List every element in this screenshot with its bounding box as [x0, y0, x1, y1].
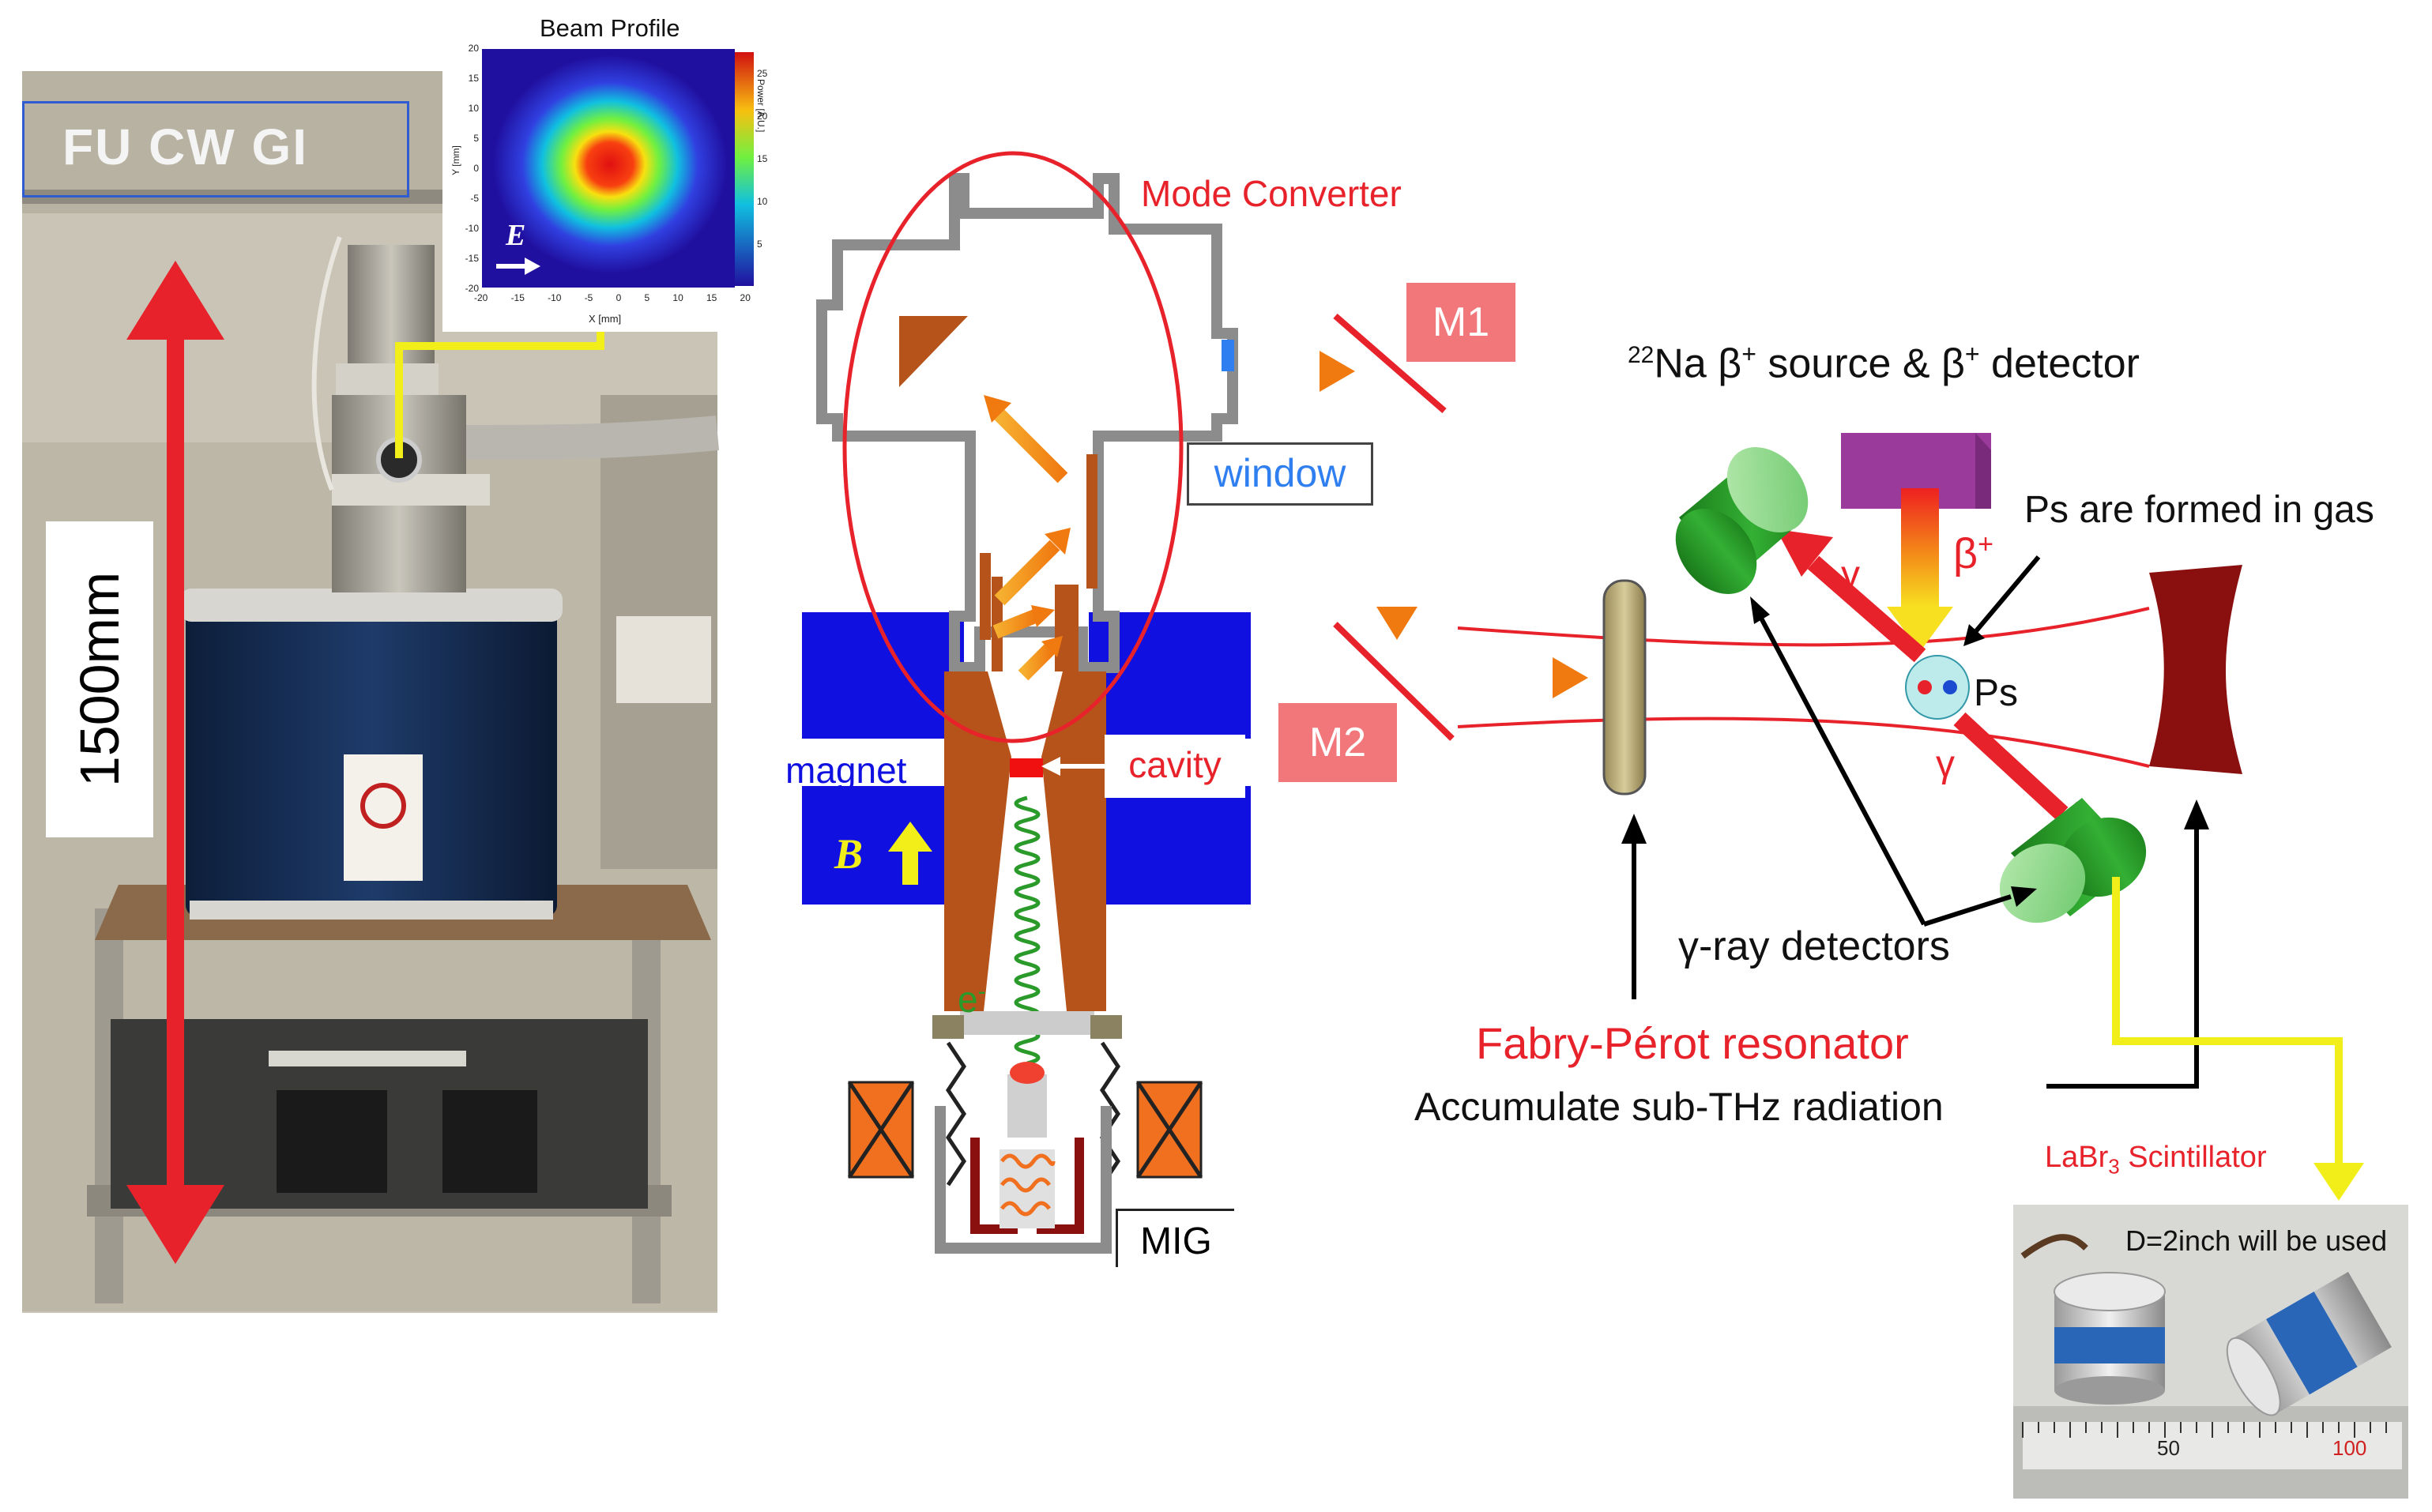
- y-tick: -15: [465, 253, 479, 264]
- callout-arrows: [1632, 555, 2199, 1089]
- ps-formed-label: Ps are formed in gas: [2024, 489, 2374, 531]
- b-field-arrow: [888, 822, 932, 885]
- height-arrow: [126, 261, 224, 1264]
- scintillator-label: LaBr3 Scintillator: [2045, 1141, 2267, 1179]
- mirror-m1: [1333, 313, 1447, 414]
- cb-tick: 10: [757, 196, 768, 207]
- gamma-label-upper: γ: [1841, 554, 1860, 596]
- beam-line: [972, 313, 1588, 741]
- x-tick: 15: [706, 292, 717, 303]
- mode-converter-highlight: [842, 151, 1184, 743]
- gamma-label-lower: γ: [1936, 743, 1955, 785]
- x-tick: 5: [644, 292, 650, 303]
- accumulate-label: Accumulate sub-THz radiation: [1414, 1085, 1944, 1129]
- cavity-label: cavity: [1105, 735, 1245, 798]
- beta-symbol: β: [1953, 530, 1978, 577]
- fabry-perot-flat-mirror: [1602, 579, 1647, 795]
- mirror-m2: [1333, 622, 1455, 741]
- x-tick: 10: [672, 292, 683, 303]
- y-tick: -10: [465, 223, 479, 234]
- gamma-detectors-label: γ-ray detectors: [1678, 923, 1950, 969]
- beam-profile-title: Beam Profile: [540, 14, 680, 42]
- x-tick: -5: [584, 292, 593, 303]
- beta-arrow: [1887, 488, 1953, 652]
- ruler-mark-50: 50: [2157, 1436, 2180, 1460]
- beam-spot: [493, 55, 727, 273]
- beam-profile-cb-ticks: 25 20 15 10 5: [757, 68, 767, 250]
- cb-tick: 25: [757, 68, 768, 79]
- y-tick: -5: [470, 193, 479, 204]
- electron-label: e-: [958, 978, 986, 1021]
- beam-profile-y-label: Y [mm]: [450, 145, 461, 175]
- beam-profile-x-ticks: -20 -15 -10 -5 0 5 10 15 20: [474, 292, 751, 303]
- gamma-detector-upper: [1675, 447, 1809, 594]
- scintillator-type: Scintillator: [2119, 1141, 2267, 1174]
- y-tick: 0: [473, 163, 479, 174]
- sc-magnet-label-line2: magnet: [785, 750, 907, 791]
- scintillator-note: D=2inch will be used: [2125, 1224, 2388, 1257]
- mode-converter-label: Mode Converter: [1141, 173, 1402, 214]
- source-title-mid: source & β: [1756, 340, 1965, 387]
- electron-charge: -: [977, 978, 986, 1005]
- x-tick: -20: [474, 292, 488, 303]
- mig-label: MIG: [1116, 1209, 1234, 1267]
- y-tick: 15: [468, 73, 479, 84]
- m2-label: M2: [1278, 703, 1397, 782]
- fabry-perot-label: Fabry-Pérot resonator: [1476, 1018, 1909, 1068]
- x-tick: -15: [510, 292, 525, 303]
- beam-profile: [442, 32, 814, 332]
- y-tick: -20: [465, 283, 479, 294]
- internal-beam-arrows: [984, 395, 1071, 681]
- source-isotope-mass: 22: [1628, 342, 1655, 368]
- launcher-mirror: [899, 316, 968, 387]
- sc-magnet-label-line1: SC: [831, 699, 882, 740]
- electron-symbol: e: [958, 979, 978, 1020]
- cb-tick: 20: [757, 111, 768, 122]
- y-tick: 20: [468, 43, 479, 54]
- mig-housing: [935, 1106, 1112, 1254]
- cavity-resonator: [1010, 758, 1043, 777]
- beta-charge: +: [1978, 529, 1993, 559]
- cb-tick: 5: [757, 239, 762, 250]
- beam-colorbar: [735, 52, 754, 286]
- fabry-perot-curved-mirror: [2149, 565, 2242, 774]
- beta-plus-sup-1: +: [1741, 340, 1756, 368]
- experiment-setup: [1457, 433, 2364, 1201]
- photo-label: FU CW GI: [22, 101, 409, 197]
- x-tick: -10: [548, 292, 562, 303]
- beam-profile-e-label: E: [506, 219, 526, 252]
- ps-label: Ps: [1974, 672, 2019, 714]
- cavity-right-wall: [1041, 671, 1106, 1011]
- y-tick: 10: [468, 103, 479, 114]
- ruler-mark-100: 100: [2332, 1436, 2367, 1460]
- window-label: window: [1187, 442, 1373, 506]
- e-field-arrow: [496, 258, 540, 275]
- warning-label: [344, 754, 423, 881]
- source-title-end: detector: [1979, 340, 2140, 387]
- cb-tick: 15: [757, 153, 768, 164]
- beta-plus-sup-2: +: [1964, 340, 1980, 368]
- y-tick: 5: [473, 133, 479, 144]
- cavity-left-wall: [944, 671, 1011, 1011]
- mode-converter-housing: [816, 173, 1238, 673]
- height-label: 1500mm: [69, 571, 130, 788]
- gamma-ray-arrows: [1776, 529, 2100, 847]
- beam-profile-y-ticks: 20 15 10 5 0 -5 -10 -15 -20: [461, 43, 479, 294]
- scintillator-name: LaBr: [2045, 1141, 2109, 1174]
- scintillator-photo: [2013, 1205, 2408, 1499]
- gamma-detector-lower: [1999, 798, 2147, 923]
- beam-profile-x-label: X [mm]: [589, 313, 622, 325]
- positronium: [1905, 655, 1970, 720]
- b-field-label: B: [834, 830, 864, 878]
- beta-label: β+: [1953, 529, 1993, 578]
- height-label-box: 1500mm: [46, 521, 153, 837]
- scintillator-connector: [2112, 877, 2343, 1173]
- source-title: 22Na β+ source & β+ detector: [1628, 340, 2140, 387]
- x-tick: 0: [616, 292, 622, 303]
- m1-label: M1: [1406, 283, 1515, 362]
- x-tick: 20: [740, 292, 751, 303]
- source-title-main: Na β: [1654, 340, 1742, 387]
- scintillator-subscript: 3: [2108, 1154, 2120, 1179]
